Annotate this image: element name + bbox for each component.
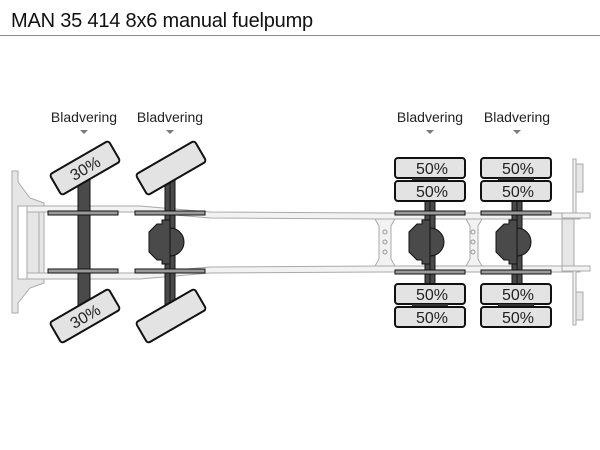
tire-top-outer[interactable]: 50%	[480, 157, 552, 179]
tire-top[interactable]	[135, 140, 207, 196]
leaf-spring	[480, 210, 552, 216]
marker-arrow-icon	[80, 130, 88, 134]
page-title: MAN 35 414 8x6 manual fuelpump	[11, 10, 313, 32]
leaf-spring	[394, 269, 466, 275]
leaf-spring	[480, 269, 552, 275]
marker-arrow-icon	[166, 130, 174, 134]
tire-bottom-outer[interactable]: 50%	[394, 306, 466, 328]
axle-1: Bladvering 30% 30%	[47, 109, 121, 344]
axle-beam	[77, 179, 91, 311]
leaf-spring	[394, 210, 466, 216]
axle-3: Bladvering 50% 50% 50% 50%	[394, 109, 466, 328]
rear-bumper	[561, 158, 591, 326]
marker-arrow-icon	[426, 130, 434, 134]
axle-4: Bladvering 50% 50% 50% 50%	[480, 109, 552, 328]
differential	[408, 219, 431, 265]
tire-bottom-inner[interactable]: 50%	[480, 283, 552, 305]
axle-3-label: Bladvering	[397, 109, 463, 125]
tire-bottom[interactable]	[135, 288, 207, 344]
tire-tread-value: 50%	[502, 161, 534, 178]
leaf-spring	[47, 268, 119, 274]
tire-tread-value: 50%	[502, 287, 534, 304]
axle-2-label: Bladvering	[137, 109, 203, 125]
tire-tread-value: 50%	[416, 310, 448, 327]
cross-member	[465, 218, 483, 267]
tire-top-outer[interactable]: 50%	[394, 157, 466, 179]
tire-tread-value: 50%	[416, 287, 448, 304]
tire-top-inner[interactable]: 50%	[480, 180, 552, 202]
tire-tread-value: 50%	[416, 184, 448, 201]
differential	[495, 219, 518, 265]
tire-bottom-inner[interactable]: 50%	[394, 283, 466, 305]
leaf-spring	[134, 268, 206, 274]
differential	[148, 219, 171, 265]
cross-member	[374, 218, 396, 267]
axle-4-label: Bladvering	[484, 109, 550, 125]
tire-bottom-outer[interactable]: 50%	[480, 306, 552, 328]
title-divider	[0, 35, 600, 36]
tire-tread-value: 50%	[416, 161, 448, 178]
tire-tread-value: 50%	[502, 310, 534, 327]
tire-top-inner[interactable]: 50%	[394, 180, 466, 202]
axle-1-label: Bladvering	[51, 109, 117, 125]
marker-arrow-icon	[513, 130, 521, 134]
front-bumper	[11, 170, 45, 314]
axle-2: Bladvering	[134, 109, 207, 344]
leaf-spring	[134, 210, 206, 216]
leaf-spring	[47, 210, 119, 216]
tire-tread-value: 50%	[502, 184, 534, 201]
